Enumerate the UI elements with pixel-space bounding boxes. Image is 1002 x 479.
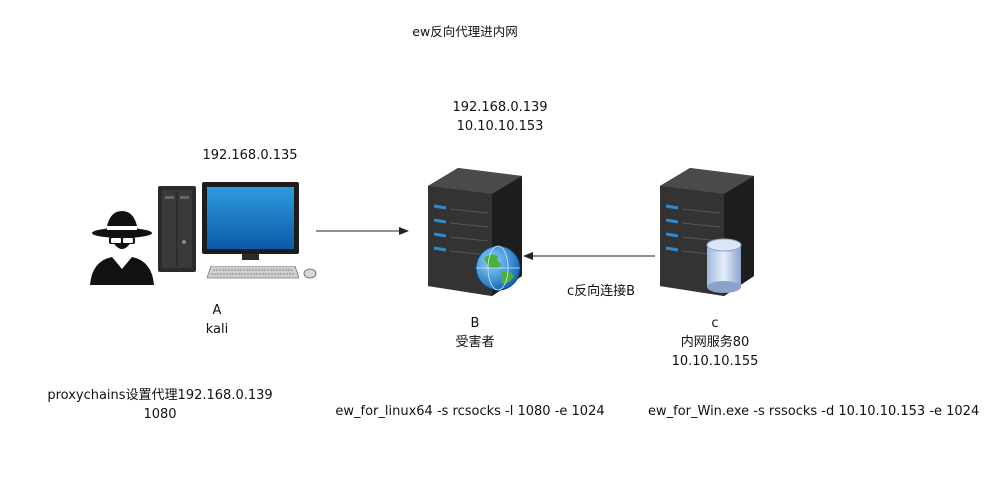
monitor-icon [202,182,299,260]
mouse-icon [303,268,317,279]
proxy-command-line-2: 1080 [143,407,177,422]
node-b-command: ew_for_linux64 -s rcsocks -l 1080 -e 102… [335,404,605,419]
node-b-role: 受害者 [455,335,495,350]
pc-tower-icon [158,186,196,272]
globe-icon [475,245,521,291]
node-a-ip: 192.168.0.135 [202,148,298,163]
keyboard-icon [207,266,299,279]
database-icon [706,238,742,293]
node-b-ips: 192.168.0.139 10.10.10.153 [440,98,560,136]
node-c-command: ew_for_Win.exe -s rssocks -d 10.10.10.15… [648,404,980,419]
node-b-ip-2: 10.10.10.153 [456,119,544,134]
node-a-label: A kali [192,301,242,339]
hacker-icon [90,211,154,285]
reverse-connection-label: c反向连接B [566,284,636,299]
node-a-letter: A [212,303,222,318]
node-c-letter: c [711,316,719,331]
node-a-name: kali [205,322,229,337]
node-c-label: c 内网服务80 10.10.10.155 [655,314,775,371]
proxy-command-line-1: proxychains设置代理192.168.0.139 [47,388,273,403]
node-b-label: B 受害者 [440,314,510,352]
node-c-ip: 10.10.10.155 [671,354,759,369]
diagram-title: ew反向代理进内网 [412,24,518,39]
node-b-letter: B [470,316,480,331]
proxy-command: proxychains设置代理192.168.0.139 1080 [40,386,280,424]
node-b-ip-1: 192.168.0.139 [452,100,548,115]
node-c-service: 内网服务80 [680,335,750,350]
